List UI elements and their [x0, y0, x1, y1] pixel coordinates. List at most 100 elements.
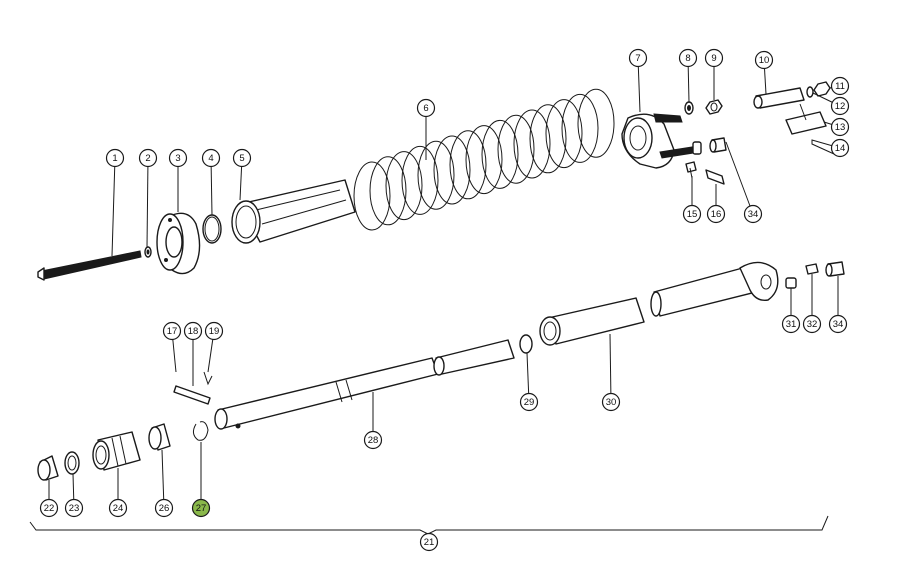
part-31-bushing — [785, 277, 797, 289]
callout-circle — [830, 76, 850, 96]
callout-c26: 26 — [154, 498, 174, 518]
callout-label: 30 — [606, 397, 617, 408]
callout-c17: 17 — [162, 321, 182, 341]
spring-coil — [545, 99, 583, 169]
callout-circle — [628, 48, 648, 68]
part-11-nut — [813, 81, 831, 97]
callout-c16: 16 — [706, 204, 726, 224]
spring-coil — [401, 145, 439, 215]
part-26-sleeve — [148, 423, 171, 451]
callout-circle — [830, 117, 850, 137]
callout-circle — [419, 532, 439, 552]
callout-circle — [183, 321, 203, 341]
callout-circle — [363, 430, 383, 450]
spring-coil — [433, 135, 471, 205]
callout-circle — [682, 204, 702, 224]
leader-line-c4 — [210, 157, 213, 216]
spring-coil — [385, 151, 423, 221]
leader-line-c26 — [161, 449, 165, 509]
part-24-threaded-bushing — [92, 431, 141, 471]
callout-circle — [743, 204, 763, 224]
part-34-sleeve-lower — [825, 261, 845, 277]
assembly-bracket-21 — [29, 515, 829, 535]
callout-circle — [154, 498, 174, 518]
spring-coil — [481, 119, 519, 189]
callout-label: 19 — [209, 326, 220, 337]
callout-c14: 14 — [830, 138, 850, 158]
part-19-clip — [203, 371, 213, 386]
callout-circle — [781, 314, 801, 334]
part-2-washer — [144, 246, 152, 258]
callout-label: 27 — [196, 503, 207, 514]
callout-label: 5 — [239, 153, 244, 164]
part-10-lever-rod — [753, 87, 805, 109]
spring-coil — [513, 109, 551, 179]
callout-label: 10 — [759, 55, 770, 66]
part-3-flange — [156, 212, 201, 275]
spring-coil — [449, 130, 487, 200]
callout-c31: 31 — [781, 314, 801, 334]
callout-circle — [138, 148, 158, 168]
callout-c27: 27 — [191, 498, 211, 518]
callout-label: 2 — [145, 153, 150, 164]
callout-c23: 23 — [64, 498, 84, 518]
part-29-ring — [519, 334, 533, 354]
callout-circle — [201, 148, 221, 168]
callout-circle — [802, 314, 822, 334]
callout-label: 23 — [69, 503, 80, 514]
callout-circle — [204, 321, 224, 341]
callout-label: 8 — [685, 53, 690, 64]
callout-c19: 19 — [204, 321, 224, 341]
part-17-pin — [174, 361, 177, 373]
part-12-washer — [806, 86, 814, 98]
callout-c24: 24 — [108, 498, 128, 518]
callout-label: 22 — [44, 503, 55, 514]
callout-label: 21 — [424, 537, 435, 548]
callout-circle — [754, 50, 774, 70]
tube-segment — [433, 339, 515, 376]
callout-c4: 4 — [201, 148, 221, 168]
callout-c34a: 34 — [743, 204, 763, 224]
callout-circle — [64, 498, 84, 518]
callout-circle — [168, 148, 188, 168]
callout-circle — [706, 204, 726, 224]
spring-coil — [369, 156, 407, 226]
part-5-slotted-sleeve — [231, 179, 356, 244]
callout-c22: 22 — [39, 498, 59, 518]
callout-c1: 1 — [105, 148, 125, 168]
callout-label: 34 — [833, 319, 844, 330]
callout-circle — [678, 48, 698, 68]
callout-c34b: 34 — [828, 314, 848, 334]
spring-coil — [417, 140, 455, 210]
part-4-o-ring — [202, 214, 222, 244]
callout-circle — [162, 321, 182, 341]
spring-coil — [561, 93, 599, 163]
callout-circle — [830, 138, 850, 158]
callout-c6: 6 — [416, 98, 436, 118]
spring-coil — [465, 125, 503, 195]
spring-coil — [497, 114, 535, 184]
part-15-screw — [685, 161, 697, 179]
part-9-nut — [705, 99, 723, 115]
callout-label: 32 — [807, 319, 818, 330]
callout-circle — [105, 148, 125, 168]
spring-coil — [529, 104, 567, 174]
callout-circle — [232, 148, 252, 168]
part-7-upper-mount — [621, 113, 702, 169]
leader-line-c30 — [609, 333, 612, 403]
part-30-bushing — [539, 297, 645, 346]
part-13-bracket — [785, 103, 827, 135]
callout-c13: 13 — [830, 117, 850, 137]
callout-c8: 8 — [678, 48, 698, 68]
spring-coil — [353, 161, 391, 231]
callout-circle — [704, 48, 724, 68]
callout-c15: 15 — [682, 204, 702, 224]
callout-c12: 12 — [830, 96, 850, 116]
callout-label: 34 — [748, 209, 759, 220]
part-1-long-bolt — [37, 250, 142, 281]
callout-label: 29 — [524, 397, 535, 408]
callout-label: 11 — [835, 81, 845, 92]
part-34-sleeve-upper — [709, 137, 727, 153]
leader-line-c1 — [111, 157, 116, 257]
callout-label: 7 — [635, 53, 640, 64]
